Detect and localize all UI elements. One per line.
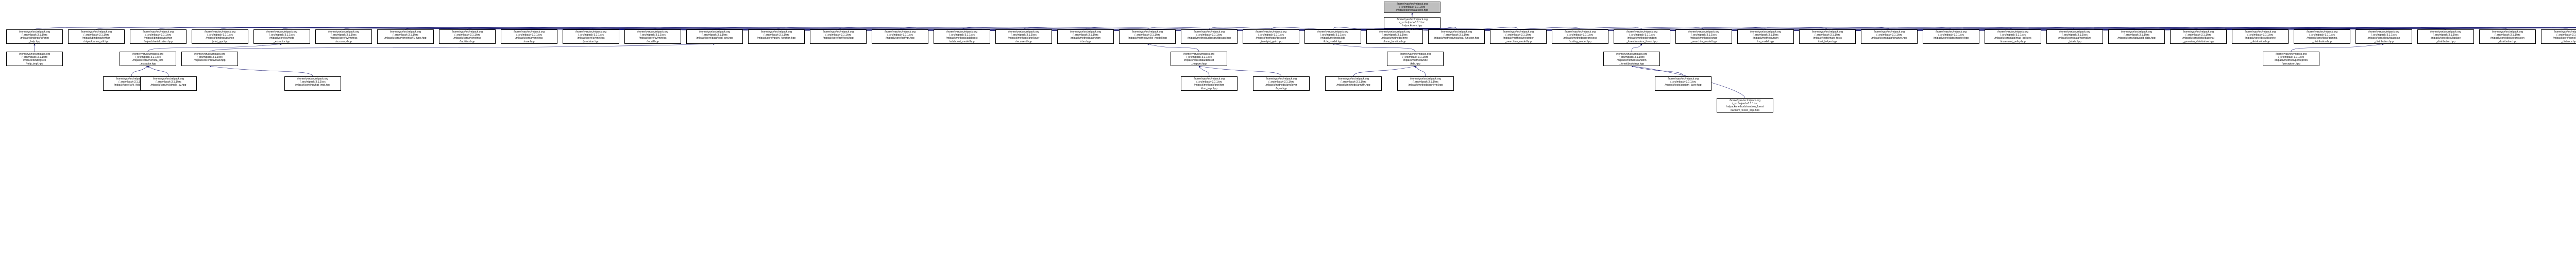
- graph-node[interactable]: /home/ryan/src/mlpack.org /_src/mlpack-3…: [934, 29, 990, 44]
- graph-node[interactable]: /home/ryan/src/mlpack.org /_src/mlpack-3…: [1985, 29, 2041, 44]
- graph-node[interactable]: /home/ryan/src/mlpack.org /_src/mlpack-3…: [1397, 76, 1454, 91]
- graph-node[interactable]: /home/ryan/src/mlpack.org /_src/mlpack-3…: [1717, 98, 1773, 113]
- graph-node[interactable]: /home/ryan/src/mlpack.org /_src/mlpack-3…: [1181, 76, 1238, 91]
- graph-node[interactable]: /home/ryan/src/mlpack.org /_src/mlpack-3…: [2355, 29, 2412, 44]
- graph-node[interactable]: /home/ryan/src/mlpack.org /_src/mlpack-3…: [1387, 52, 1444, 66]
- graph-node[interactable]: /home/ryan/src/mlpack.org /_src/mlpack-3…: [995, 29, 1052, 44]
- graph-node[interactable]: /home/ryan/src/mlpack.org /_src/mlpack-3…: [192, 29, 248, 44]
- graph-node[interactable]: /home/ryan/src/mlpack.org /_src/mlpack-3…: [1737, 29, 1794, 44]
- graph-node[interactable]: /home/ryan/src/mlpack.org /_src/mlpack-3…: [872, 29, 928, 44]
- graph-node[interactable]: /home/ryan/src/mlpack.org /_src/mlpack-3…: [181, 52, 238, 66]
- graph-node[interactable]: /home/ryan/src/mlpack.org /_src/mlpack-3…: [1171, 52, 1227, 66]
- graph-node[interactable]: /home/ryan/src/mlpack.org /_src/mlpack-3…: [2263, 52, 2319, 66]
- graph-node[interactable]: /home/ryan/src/mlpack.org /_src/mlpack-3…: [563, 29, 619, 44]
- graph-node[interactable]: /home/ryan/src/mlpack.org /_src/mlpack-3…: [253, 29, 310, 44]
- graph-node[interactable]: /home/ryan/src/mlpack.org /_src/mlpack-3…: [1490, 29, 1547, 44]
- graph-node[interactable]: /home/ryan/src/mlpack.org /_src/mlpack-3…: [1304, 29, 1361, 44]
- graph-node[interactable]: /home/ryan/src/mlpack.org /_src/mlpack-3…: [377, 29, 434, 44]
- graph-node[interactable]: /home/ryan/src/mlpack.org /_src/mlpack-3…: [1119, 29, 1176, 44]
- graph-node[interactable]: /home/ryan/src/mlpack.org /_src/mlpack-3…: [2232, 29, 2289, 44]
- graph-node[interactable]: /home/ryan/src/mlpack.org /_src/mlpack-3…: [315, 29, 372, 44]
- graph-node[interactable]: /home/ryan/src/mlpack.org /_src/mlpack-3…: [2294, 29, 2350, 44]
- graph-node[interactable]: /home/ryan/src/mlpack.org /_src/mlpack-3…: [1181, 29, 1238, 44]
- graph-node[interactable]: /home/ryan/src/mlpack.org /_src/mlpack-3…: [1253, 76, 1310, 91]
- graph-node-root[interactable]: /home/ryan/src/mlpack.org /_src/mlpack-3…: [1384, 2, 1440, 13]
- graph-node[interactable]: /home/ryan/src/mlpack.org /_src/mlpack-3…: [1614, 29, 1670, 44]
- graph-node[interactable]: /home/ryan/src/mlpack.org /_src/mlpack-3…: [130, 29, 187, 44]
- graph-node[interactable]: /home/ryan/src/mlpack.org /_src/mlpack-3…: [2108, 29, 2165, 44]
- graph-node[interactable]: /home/ryan/src/mlpack.org /_src/mlpack-3…: [284, 76, 341, 91]
- graph-node[interactable]: /home/ryan/src/mlpack.org /_src/mlpack-3…: [1655, 76, 1711, 91]
- graph-node[interactable]: /home/ryan/src/mlpack.org /_src/mlpack-3…: [140, 76, 197, 91]
- graph-node[interactable]: /home/ryan/src/mlpack.org /_src/mlpack-3…: [120, 52, 176, 66]
- graph-node[interactable]: /home/ryan/src/mlpack.org /_src/mlpack-3…: [6, 52, 63, 66]
- graph-node[interactable]: /home/ryan/src/mlpack.org /_src/mlpack-3…: [1923, 29, 1979, 44]
- graph-node[interactable]: /home/ryan/src/mlpack.org /_src/mlpack-3…: [1366, 29, 1423, 44]
- graph-node[interactable]: /home/ryan/src/mlpack.org /_src/mlpack-3…: [501, 29, 557, 44]
- graph-node[interactable]: /home/ryan/src/mlpack.org /_src/mlpack-3…: [1552, 29, 1608, 44]
- graph-node[interactable]: /home/ryan/src/mlpack.org /_src/mlpack-3…: [624, 29, 681, 44]
- graph-node[interactable]: /home/ryan/src/mlpack.org /_src/mlpack-3…: [748, 29, 805, 44]
- graph-node[interactable]: /home/ryan/src/mlpack.org /_src/mlpack-3…: [2479, 29, 2536, 44]
- graph-node[interactable]: /home/ryan/src/mlpack.org /_src/mlpack-3…: [1799, 29, 1856, 44]
- graph-node[interactable]: /home/ryan/src/mlpack.org /_src/mlpack-3…: [6, 29, 63, 44]
- graph-node[interactable]: /home/ryan/src/mlpack.org /_src/mlpack-3…: [1243, 29, 1299, 44]
- graph-node[interactable]: /home/ryan/src/mlpack.org /_src/mlpack-3…: [1384, 17, 1440, 28]
- graph-node[interactable]: /home/ryan/src/mlpack.org /_src/mlpack-3…: [810, 29, 867, 44]
- graph-node[interactable]: /home/ryan/src/mlpack.org /_src/mlpack-3…: [1603, 52, 1660, 66]
- graph-node[interactable]: /home/ryan/src/mlpack.org /_src/mlpack-3…: [439, 29, 496, 44]
- graph-node[interactable]: /home/ryan/src/mlpack.org /_src/mlpack-3…: [1861, 29, 1918, 44]
- graph-node[interactable]: /home/ryan/src/mlpack.org /_src/mlpack-3…: [2417, 29, 2474, 44]
- graph-node[interactable]: /home/ryan/src/mlpack.org /_src/mlpack-3…: [1057, 29, 1114, 44]
- graph-node[interactable]: /home/ryan/src/mlpack.org /_src/mlpack-3…: [1675, 29, 1732, 44]
- graph-node[interactable]: /home/ryan/src/mlpack.org /_src/mlpack-3…: [68, 29, 125, 44]
- graph-node[interactable]: /home/ryan/src/mlpack.org /_src/mlpack-3…: [1428, 29, 1485, 44]
- graph-node[interactable]: /home/ryan/src/mlpack.org /_src/mlpack-3…: [686, 29, 743, 44]
- graph-node[interactable]: /home/ryan/src/mlpack.org /_src/mlpack-3…: [2046, 29, 2103, 44]
- graph-node[interactable]: /home/ryan/src/mlpack.org /_src/mlpack-3…: [1325, 76, 1382, 91]
- graph-node[interactable]: /home/ryan/src/mlpack.org /_src/mlpack-3…: [2170, 29, 2227, 44]
- graph-node[interactable]: /home/ryan/src/mlpack.org /_src/mlpack-3…: [2541, 29, 2576, 44]
